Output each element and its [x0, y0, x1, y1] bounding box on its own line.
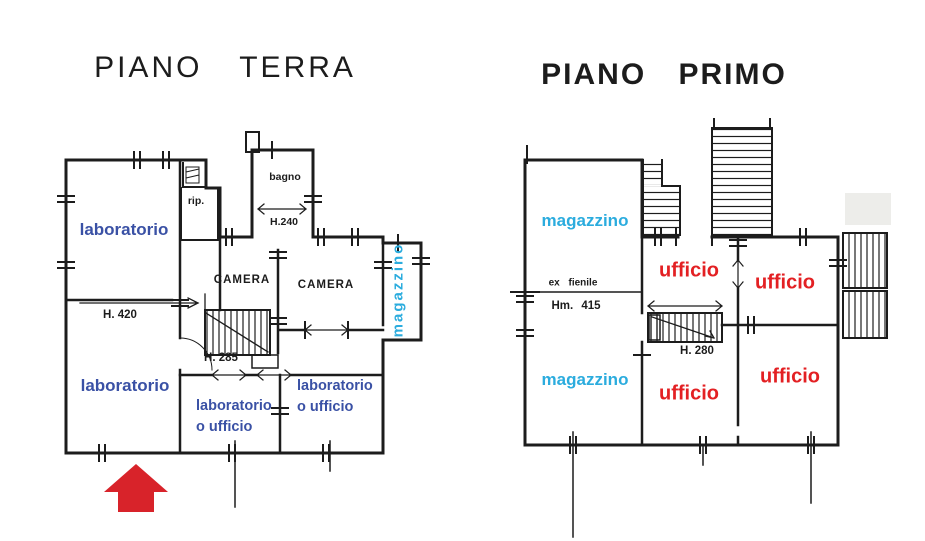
dimension-h280: H. 280 — [680, 345, 714, 357]
ground-floor-title: PIANO TERRA — [94, 51, 356, 84]
label-line-2: o ufficio — [297, 399, 354, 416]
dimension-h420: H. 420 — [103, 309, 137, 321]
long-survey-lines — [234, 440, 331, 508]
dim-240 — [257, 203, 307, 215]
bottom-walls — [178, 373, 385, 455]
tick-marks — [57, 141, 430, 462]
annotation-ex-fienile: ex fienile — [548, 277, 598, 289]
balcony-upper — [842, 232, 888, 289]
dimension-h285: H. 285 — [204, 352, 238, 364]
room-label-ufficio-top-center: ufficio — [659, 259, 719, 282]
ground-floor-plan — [57, 131, 430, 508]
dim-door-ufficio — [732, 259, 744, 289]
room-label-laboratorio-bottom: laboratorio — [80, 376, 170, 395]
balcony-lower — [842, 290, 888, 339]
room-label-camera-2: CAMERA — [297, 279, 355, 291]
dimension-hm415: Hm. 415 — [551, 300, 601, 312]
external-stair-stubs — [713, 118, 771, 129]
room-label-ufficio-bottom-right: ufficio — [760, 365, 820, 388]
room-label-ufficio-bottom-center: ufficio — [659, 382, 719, 405]
tick-marks — [510, 145, 847, 454]
room-label-camera-1: CAMERA — [213, 274, 271, 286]
long-survey-lines — [572, 431, 812, 538]
stair-block — [648, 314, 661, 341]
wc-fixture — [185, 166, 200, 184]
room-label-laboratorio-o-ufficio-right: laboratorio o ufficio — [297, 376, 373, 418]
room-label-magazzino-top: magazzino — [541, 211, 629, 230]
external-stair-small-hatch-b — [644, 186, 679, 234]
stair-landing — [251, 354, 279, 369]
outer-walls — [64, 148, 423, 455]
camera-walls — [218, 235, 385, 355]
wc-room — [182, 162, 207, 188]
entrance-arrow-icon — [104, 464, 168, 512]
external-stair-small-outline — [642, 159, 681, 236]
room-label-rip: rip. — [187, 195, 205, 207]
first-floor-title: PIANO PRIMO — [541, 58, 787, 91]
staircase-diagonal — [651, 316, 715, 339]
dim-420 — [79, 293, 206, 313]
ufficio-walls — [720, 235, 840, 447]
label-line-1: laboratorio — [196, 398, 272, 414]
door-arc — [179, 337, 213, 371]
dimension-h240: H.240 — [269, 216, 299, 228]
scan-smudge — [845, 193, 891, 225]
label-line-1: laboratorio — [297, 378, 373, 394]
label-line-2: o ufficio — [196, 419, 253, 436]
room-label-bagno: bagno — [269, 171, 301, 183]
staircase-diagonal — [205, 312, 269, 353]
room-label-magazzino-vertical: magazzino — [389, 242, 407, 338]
dim-door-camera — [304, 324, 349, 336]
chimney — [245, 131, 260, 153]
first-floor-plan — [510, 118, 891, 538]
room-label-ufficio-top-right: ufficio — [755, 271, 815, 294]
external-stair-large — [711, 127, 773, 236]
room-label-magazzino-bottom: magazzino — [541, 370, 629, 389]
dim-stairs — [647, 300, 723, 312]
room-label-laboratorio-o-ufficio-center: laboratorio o ufficio — [196, 396, 272, 438]
dim-doors-bottom — [211, 369, 292, 381]
external-stair-small-hatch-a — [644, 161, 661, 185]
room-label-laboratorio-top: laboratorio — [79, 220, 169, 239]
